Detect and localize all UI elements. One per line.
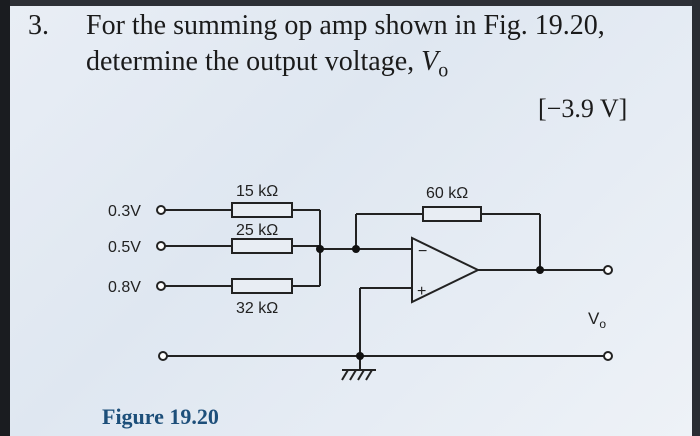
resistor-25k [231,238,293,254]
figure-caption: Figure 19.20 [102,404,219,429]
input-terminal-1 [156,205,166,215]
resistor-label-60k: 60 kΩ [426,185,468,202]
input-label-3: 0.8V [108,279,141,296]
op-amp-plus-label: + [417,283,426,300]
resistor-32k [231,278,293,294]
output-variable: V [421,46,439,77]
screen-bezel-left [0,0,10,436]
input-label-2: 0.5V [108,239,141,256]
question-text-line2: determine the output voltage, Vo [86,46,448,83]
input-label-1: 0.3V [108,203,141,220]
output-variable-subscript: o [438,59,449,82]
op-amp-minus-label: − [418,243,427,260]
question-number: 3. [28,10,49,41]
input-terminal-3 [156,281,166,291]
ground-terminal-left [158,351,168,361]
resistor-label-15k: 15 kΩ [236,183,278,200]
output-label: Vo [588,309,606,331]
resistor-label-32k: 32 kΩ [236,300,278,317]
op-amp [411,236,481,304]
input-terminal-2 [156,241,166,251]
junction-dot [352,245,360,253]
junction-dot [316,245,324,253]
resistor-15k [231,202,293,218]
question-text-prefix: determine the output voltage, [86,46,422,77]
resistor-label-25k: 25 kΩ [236,222,278,239]
output-terminal [603,265,613,275]
question-text-line1: For the summing op amp shown in Fig. 19.… [86,10,605,41]
screen-bezel-top [0,0,700,6]
ground-terminal-right [603,351,613,361]
junction-dot [356,352,364,360]
answer-value: [−3.9 V] [538,94,628,123]
screen-bezel-right [692,0,700,436]
resistor-60k [422,206,482,222]
junction-dot [536,266,544,274]
